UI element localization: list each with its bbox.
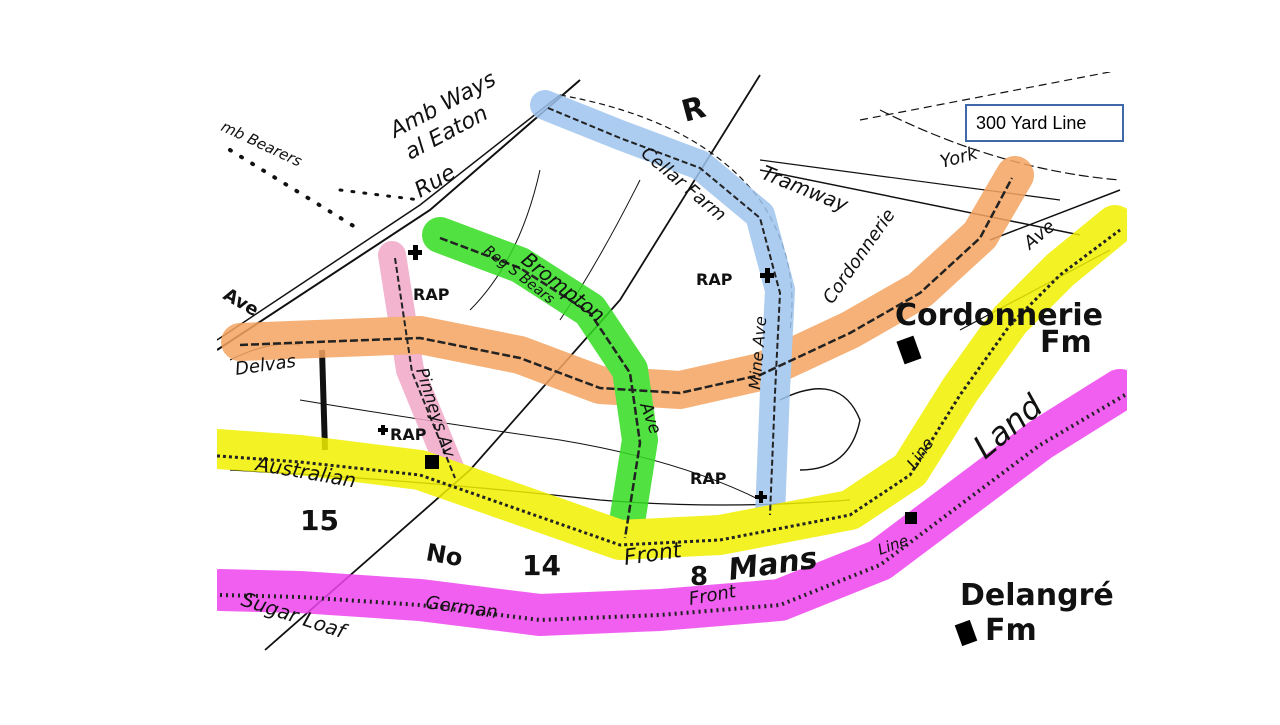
yellow-band <box>217 205 1127 560</box>
orange-band <box>221 156 1034 409</box>
label-fm: Fm <box>1040 325 1092 360</box>
label-cordonnerie: Cordonnerie <box>895 298 1103 333</box>
label-york: York <box>938 142 982 172</box>
label-15: 15 <box>300 504 339 537</box>
label-r: R <box>678 90 709 130</box>
highlight-bands <box>217 90 1127 636</box>
rap-crosses <box>378 245 978 647</box>
legend-label: 300 Yard Line <box>976 112 1087 133</box>
label-rap-2: RAP <box>696 270 733 289</box>
legend-300-yard-line: 300 Yard Line <box>965 104 1124 142</box>
magenta-band <box>217 369 1127 636</box>
label-rap-1: RAP <box>413 285 450 304</box>
label-14: 14 <box>522 549 561 582</box>
label-delangre: Delangré <box>960 578 1114 613</box>
label-ave-left: Ave <box>220 284 263 321</box>
label-rue: Rue <box>411 160 461 203</box>
label-delangre-fm: Fm <box>985 613 1037 648</box>
label-bearers: mb Bearers <box>218 117 305 170</box>
label-ave-right: Ave <box>1019 216 1059 255</box>
label-8: 8 <box>690 562 708 592</box>
trench-lines <box>217 107 1127 623</box>
label-no: No <box>424 538 465 572</box>
label-rap-4: RAP <box>690 469 727 488</box>
label-rap-3: RAP <box>390 425 427 444</box>
